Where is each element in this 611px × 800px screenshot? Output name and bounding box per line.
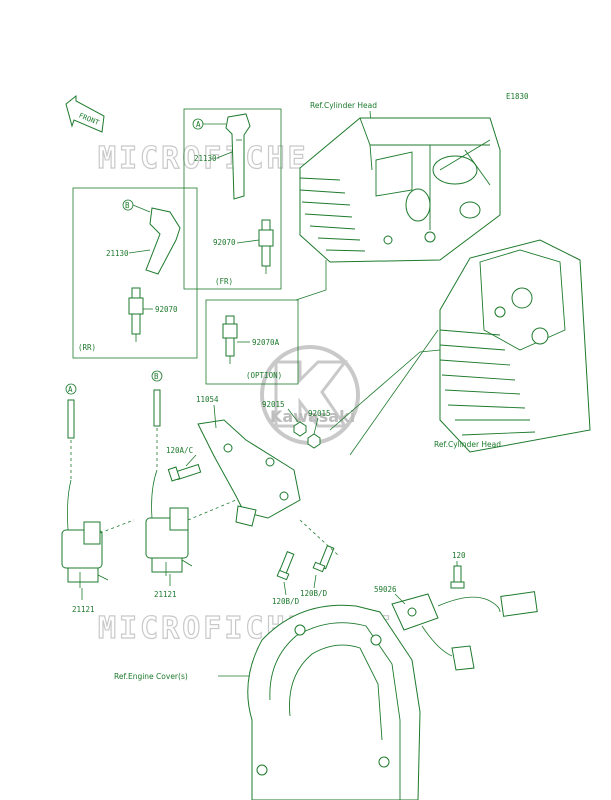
box-rear (72, 187, 198, 359)
label-sensor: 59026 (374, 585, 397, 594)
label-bolt-120: 120 (452, 551, 466, 560)
cylinder-head-right (439, 239, 591, 453)
ignition-coil-assembly-left (61, 479, 109, 588)
label-coil-right: 21121 (154, 590, 177, 599)
nut-92015-b (307, 433, 321, 449)
ref-engine-cover: Ref.Engine Cover(s) (114, 672, 188, 681)
box-front (183, 108, 282, 290)
label-bracket: 11054 (196, 395, 219, 404)
box-rear-tag: (RR) (78, 343, 96, 352)
label-option-plug: 92070A (252, 338, 280, 347)
callout-a-circle: A (196, 120, 201, 129)
spark-plug-option (222, 315, 238, 364)
cylinder-head-top (299, 117, 501, 263)
label-front-coil: 21130 (194, 154, 217, 163)
kawasaki-logo-text: Kawasaki (270, 407, 355, 426)
bolt-120 (450, 565, 465, 589)
box-front-tag: (FR) (215, 277, 233, 286)
ignition-coil-assembly-right (145, 469, 193, 576)
ignition-coil-rear (145, 207, 181, 275)
ref-cylinder-head-top: Ref.Cylinder Head (310, 101, 377, 110)
label-nut-2: 92015 (308, 409, 331, 418)
engine-cover (247, 604, 421, 800)
label-nut-1: 92015 (262, 400, 285, 409)
spark-plug-front (258, 219, 274, 274)
nut-92015-a (293, 421, 307, 437)
coil-bracket (197, 419, 301, 527)
label-coil-left: 21121 (72, 605, 95, 614)
bolt-120a (167, 463, 202, 482)
label-front-plug: 92070 (213, 238, 236, 247)
callout-a-lower: A (68, 385, 73, 394)
kawasaki-logo: Kawasaki (260, 345, 360, 445)
bolt-120b-1 (276, 551, 295, 581)
label-rear-plug: 92070 (155, 305, 178, 314)
bolt-120b-2 (312, 545, 335, 573)
label-bolt-120b-2: 120B/D (300, 589, 328, 598)
sensor-59026 (391, 591, 538, 671)
ref-cylinder-head-right: Ref.Cylinder Head (434, 440, 501, 449)
label-bolt-120a: 120A/C (166, 446, 193, 455)
callout-b-circle: B (125, 201, 130, 210)
callout-b-lower: B (154, 372, 159, 381)
box-option (205, 299, 299, 385)
diagram-code: E1830 (506, 92, 529, 101)
label-bolt-120b-1: 120B/D (272, 597, 300, 606)
box-option-tag: (OPTION) (246, 371, 282, 380)
spark-plug-rear (128, 287, 144, 342)
front-arrow-icon: FRONT (65, 94, 105, 133)
label-rear-coil: 21130 (106, 249, 129, 258)
ignition-coil-front (225, 113, 251, 200)
